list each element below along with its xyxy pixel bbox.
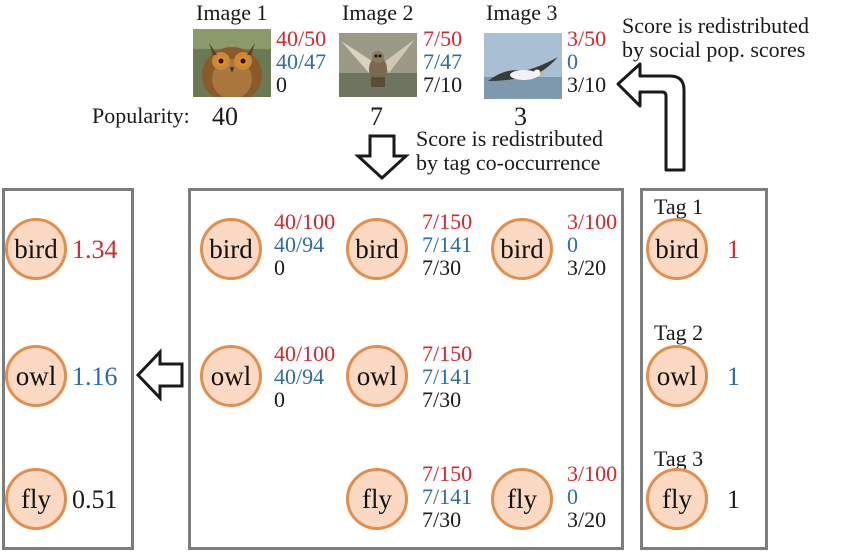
matrix-fly-1: fly [346, 468, 408, 530]
score-red: 7/50 [423, 26, 463, 51]
matrix-bird-3: bird [491, 218, 553, 280]
tag-name: fly [662, 483, 692, 514]
score-black: 3/20 [567, 255, 607, 280]
tag-name: bird [14, 233, 58, 264]
matrix-fly-2-scores: 3/100 0 3/20 [567, 462, 617, 531]
flying-owl-photo [339, 33, 417, 101]
left-arrow-icon [135, 348, 184, 402]
score-black: 3/10 [567, 72, 607, 97]
score-red: 40/100 [274, 209, 336, 234]
score-red: 40/100 [274, 341, 336, 366]
tag-1-title: Tag 1 [654, 194, 704, 219]
note-tag-line-1: Score is redistributed [416, 126, 603, 151]
tag-2-circle: owl [646, 345, 708, 407]
tag-name: fly [362, 483, 392, 514]
score-blue: 40/94 [274, 364, 325, 389]
score-black: 0 [274, 387, 285, 412]
tag-name: owl [656, 360, 698, 391]
matrix-fly-2: fly [491, 468, 553, 530]
note-social-line-1: Score is redistributed [622, 13, 809, 38]
score-black: 7/30 [422, 255, 462, 280]
tag-1-value: 1 [727, 235, 740, 264]
score-red: 3/100 [567, 461, 618, 486]
matrix-owl-2: owl [346, 345, 408, 407]
matrix-owl-1: owl [200, 345, 262, 407]
tag-3-circle: fly [646, 468, 708, 530]
matrix-bird-3-scores: 3/100 0 3/20 [567, 210, 617, 279]
matrix-fly-1-scores: 7/150 7/141 7/30 [422, 462, 472, 531]
matrix-bird-1: bird [200, 218, 262, 280]
matrix-bird-2-scores: 7/150 7/141 7/30 [422, 210, 472, 279]
score-black: 3/20 [567, 507, 607, 532]
score-red: 3/50 [567, 26, 607, 51]
tags-panel [640, 188, 768, 550]
tag-name: fly [507, 483, 537, 514]
score-blue: 7/141 [422, 364, 473, 389]
score-black: 0 [276, 72, 287, 97]
result-score-fly: 0.51 [72, 485, 118, 514]
image-1-title: Image 1 [196, 0, 268, 25]
score-black: 0 [274, 255, 285, 280]
score-red: 7/150 [422, 209, 473, 234]
score-blue: 40/94 [274, 232, 325, 257]
tag-2-value: 1 [727, 362, 740, 391]
matrix-owl-2-scores: 7/150 7/141 7/30 [422, 342, 472, 411]
co-occurrence-panel [188, 188, 624, 550]
note-tag-line-2: by tag co-occurrence [416, 150, 601, 175]
popularity-label: Popularity: [92, 103, 190, 128]
results-panel [2, 188, 134, 550]
result-tag-owl: owl [5, 345, 67, 407]
score-blue: 40/47 [276, 49, 327, 74]
score-black: 7/30 [422, 507, 462, 532]
score-black: 7/30 [422, 387, 462, 412]
result-tag-bird: bird [5, 218, 67, 280]
score-red: 40/50 [276, 26, 327, 51]
tag-name: owl [210, 360, 252, 391]
tag-name: bird [209, 233, 253, 264]
curved-arrow-icon [616, 62, 686, 172]
note-social-line-2: by social pop. scores [622, 37, 806, 62]
tag-name: bird [355, 233, 399, 264]
image-3-scores: 3/50 0 3/10 [567, 27, 606, 96]
tag-1-circle: bird [646, 218, 708, 280]
score-blue: 0 [567, 484, 578, 509]
seabird-photo [484, 33, 562, 101]
score-red: 3/100 [567, 209, 618, 234]
result-score-owl: 1.16 [72, 362, 118, 391]
score-blue: 7/141 [422, 484, 473, 509]
result-score-bird: 1.34 [72, 235, 118, 264]
tag-name: bird [655, 233, 699, 264]
owl-photo [193, 29, 271, 97]
score-blue: 0 [567, 232, 578, 257]
tag-name: fly [21, 483, 51, 514]
popularity-value-1: 40 [212, 102, 238, 131]
score-red: 7/150 [422, 341, 473, 366]
image-1-scores: 40/50 40/47 0 [276, 27, 326, 96]
score-red: 7/150 [422, 461, 473, 486]
score-blue: 0 [567, 49, 578, 74]
tag-name: bird [500, 233, 544, 264]
image-2-scores: 7/50 7/47 7/10 [423, 27, 462, 96]
matrix-owl-1-scores: 40/100 40/94 0 [274, 342, 335, 411]
image-2-title: Image 2 [342, 0, 414, 25]
tag-name: owl [356, 360, 398, 391]
tag-3-value: 1 [727, 485, 740, 514]
matrix-bird-1-scores: 40/100 40/94 0 [274, 210, 335, 279]
score-black: 7/10 [423, 72, 463, 97]
score-blue: 7/47 [423, 49, 463, 74]
tag-3-title: Tag 3 [654, 446, 704, 471]
popularity-value-3: 3 [514, 102, 527, 131]
tag-name: owl [15, 360, 57, 391]
tag-2-title: Tag 2 [654, 320, 704, 345]
score-blue: 7/141 [422, 232, 473, 257]
image-3-title: Image 3 [486, 0, 558, 25]
matrix-bird-2: bird [346, 218, 408, 280]
result-tag-fly: fly [5, 468, 67, 530]
popularity-value-2: 7 [370, 102, 383, 131]
down-arrow-icon [354, 134, 410, 181]
